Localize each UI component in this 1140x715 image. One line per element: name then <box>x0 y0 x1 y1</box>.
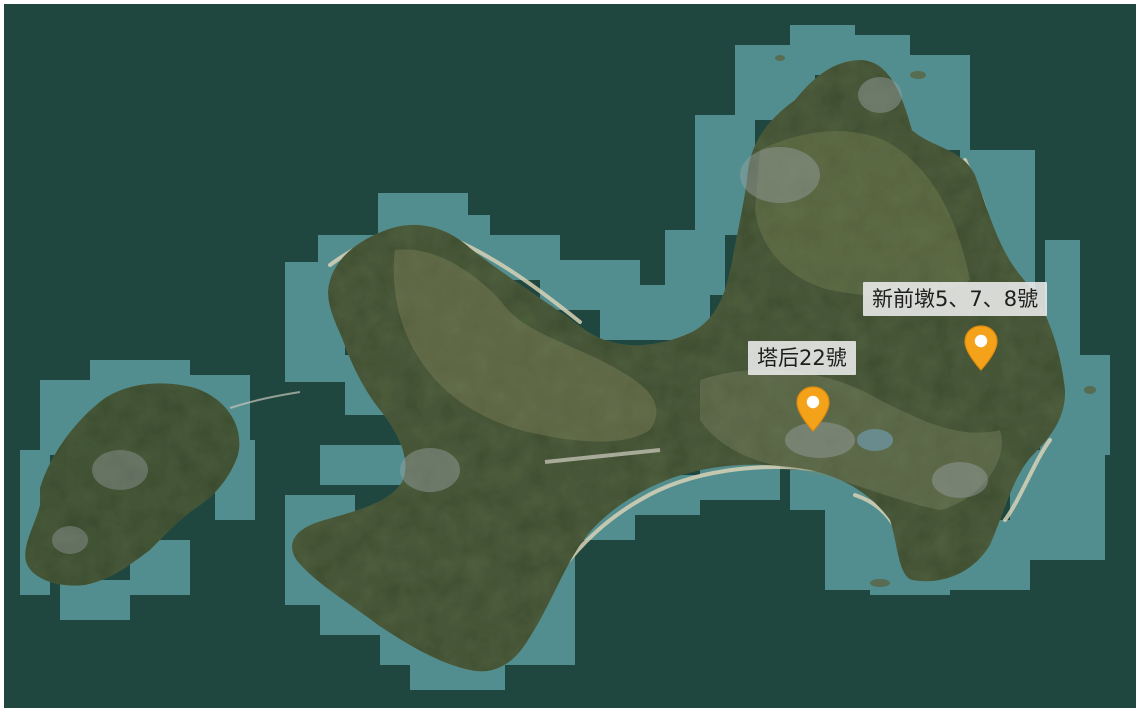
lake <box>857 429 893 451</box>
west-island-town <box>52 450 148 554</box>
map-pin-icon[interactable] <box>795 385 831 433</box>
main-island <box>292 60 1066 672</box>
marker-label-xinqiandun[interactable]: 新前墩5、7、8號 <box>863 282 1048 316</box>
airport-runway <box>544 448 661 464</box>
bridge <box>229 391 301 409</box>
urban-areas <box>400 77 988 498</box>
islets <box>775 55 1096 587</box>
map-pin-icon[interactable] <box>963 324 999 372</box>
fields <box>393 131 1002 510</box>
west-island <box>25 383 240 586</box>
marker-label-tahou[interactable]: 塔后22號 <box>748 341 856 375</box>
